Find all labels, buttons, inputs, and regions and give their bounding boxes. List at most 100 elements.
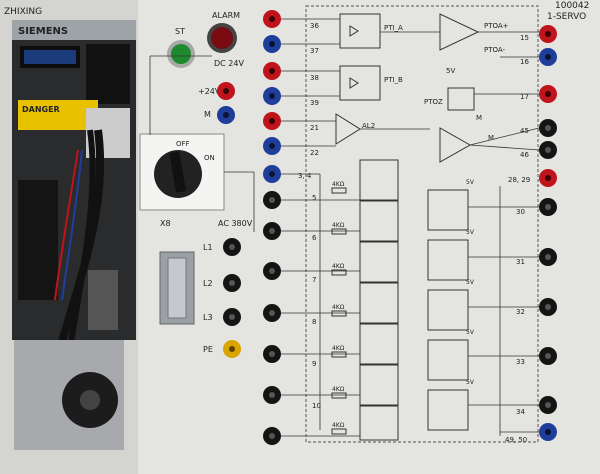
term-label: 17 <box>520 93 529 101</box>
term-label: 37 <box>310 47 319 55</box>
jack-8[interactable] <box>263 304 281 322</box>
input-channel: 4KΩ <box>331 364 399 406</box>
jack-l3[interactable] <box>223 308 241 326</box>
term-label: 30 <box>516 208 525 216</box>
input-channel: 4KΩ <box>331 200 399 242</box>
switch-id: X8 <box>160 219 171 228</box>
jack-bottom-left[interactable] <box>263 427 281 445</box>
resistor-label: 4KΩ <box>332 181 345 188</box>
term-label: 16 <box>520 58 529 66</box>
ptoz-label: PTOZ <box>424 98 443 106</box>
jack-17[interactable] <box>539 85 557 103</box>
term-label: 22 <box>310 149 319 157</box>
right-terminal-labels: 15 16 17 45 46 30 31 32 33 34 <box>516 34 529 416</box>
jack-30[interactable] <box>539 198 557 216</box>
dc24v-label: DC 24V <box>214 59 244 68</box>
jack-49-50[interactable] <box>539 423 557 441</box>
out-5v-label: 5V <box>466 329 475 336</box>
jack-34[interactable] <box>539 396 557 414</box>
circuit-zone <box>305 5 539 443</box>
pe-label: PE <box>203 345 213 354</box>
jack-38[interactable] <box>263 62 281 80</box>
switch-off-label: OFF <box>176 140 190 148</box>
jack-9[interactable] <box>263 345 281 363</box>
switch-on-label: ON <box>204 154 215 162</box>
term-label: 31 <box>516 258 525 266</box>
out-5v-label: 5V <box>466 279 475 286</box>
jack-37[interactable] <box>263 35 281 53</box>
jack-22[interactable] <box>263 137 281 155</box>
danger-label <box>18 100 98 130</box>
term-label: 6 <box>312 234 317 242</box>
jack-46[interactable] <box>539 141 557 159</box>
jack-10[interactable] <box>263 386 281 404</box>
resistor-label: 4KΩ <box>332 422 345 429</box>
left-terminal-column <box>263 10 281 445</box>
pti-a-label: PTI_A <box>384 24 403 32</box>
input-channel: 4KΩ <box>331 405 399 441</box>
ptoz-5v-label: 5V <box>446 67 455 75</box>
l3-label: L3 <box>203 313 213 322</box>
right-terminal-column <box>539 25 557 441</box>
term-28-29-label: 28, 29 <box>508 176 530 184</box>
jack-dc-m[interactable] <box>217 106 235 124</box>
line-driver-45-46 <box>439 127 472 163</box>
al2-amplifier <box>335 113 361 145</box>
term-label: 10 <box>312 402 321 410</box>
jack-28-29[interactable] <box>539 169 557 187</box>
left-terminal-labels: 36 37 38 39 21 22 3, 4 5 6 7 8 9 10 <box>298 22 321 410</box>
jack-5[interactable] <box>263 191 281 209</box>
jack-33[interactable] <box>539 347 557 365</box>
pti-b-optocoupler <box>339 65 381 101</box>
term-label: 3, 4 <box>298 172 312 180</box>
jack-7[interactable] <box>263 262 281 280</box>
term-label: 8 <box>312 318 316 326</box>
input-channel: 4KΩ <box>331 159 399 201</box>
panel-wiring <box>149 55 255 232</box>
jack-3-4[interactable] <box>263 165 281 183</box>
resistor-label: 4KΩ <box>332 345 345 352</box>
left-leads <box>281 18 360 437</box>
jack-39[interactable] <box>263 87 281 105</box>
out-5v-label: 5V <box>466 229 475 236</box>
pti-a-optocoupler <box>339 13 381 49</box>
jack-l2[interactable] <box>223 274 241 292</box>
term-label: 36 <box>310 22 319 30</box>
ac380v-label: AC 380V <box>218 219 253 228</box>
resistor-label: 4KΩ <box>332 222 345 229</box>
alarm-label: ALARM <box>212 11 240 20</box>
jack-l1[interactable] <box>223 238 241 256</box>
jack-pe[interactable] <box>223 340 241 358</box>
term-label: 45 <box>520 127 529 135</box>
jack-plus24v[interactable] <box>217 82 235 100</box>
start-button[interactable] <box>167 40 195 68</box>
l1-label: L1 <box>203 243 213 252</box>
driver-m-label: M <box>488 134 494 142</box>
term-label: 46 <box>520 151 529 159</box>
db25-connector <box>159 251 195 325</box>
jack-16[interactable] <box>539 48 557 66</box>
out-5v-label: 5V <box>466 379 475 386</box>
ptoa-minus-label: PTOA- <box>484 46 506 54</box>
jack-45[interactable] <box>539 119 557 137</box>
start-label: ST <box>175 27 185 36</box>
jack-6[interactable] <box>263 222 281 240</box>
svg-text:DANGER: DANGER <box>22 105 60 114</box>
rotary-switch[interactable] <box>139 133 225 211</box>
corner-mark: ZHIXING <box>4 7 42 17</box>
term-label: 34 <box>516 408 525 416</box>
input-channel: 4KΩ <box>331 282 399 324</box>
jack-36[interactable] <box>263 10 281 28</box>
jack-15[interactable] <box>539 25 557 43</box>
out-5v-label: 5V <box>466 179 475 186</box>
pti-b-label: PTI_B <box>384 76 403 84</box>
term-label: 9 <box>312 360 316 368</box>
input-channel: 4KΩ <box>331 241 399 283</box>
jack-21[interactable] <box>263 112 281 130</box>
input-channel: 4KΩ <box>331 323 399 365</box>
input-channels: 4KΩ 4KΩ 4KΩ 4KΩ 4KΩ 4KΩ <box>331 159 399 441</box>
jack-32[interactable] <box>539 298 557 316</box>
ptoz-m-label: M <box>476 114 482 122</box>
drive-display <box>24 50 76 64</box>
jack-31[interactable] <box>539 248 557 266</box>
